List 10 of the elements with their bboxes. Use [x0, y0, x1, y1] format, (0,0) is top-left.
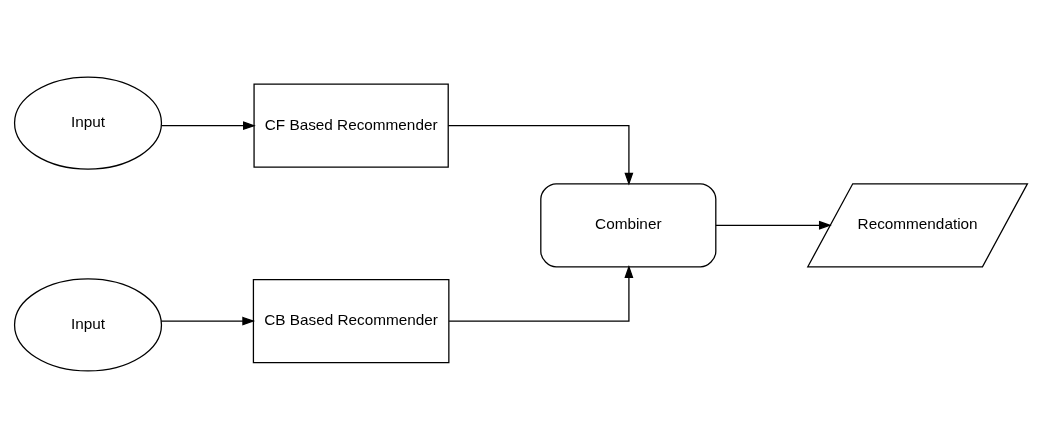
- node-ellipse: Input: [13, 278, 163, 372]
- arrow: [161, 121, 256, 131]
- node-box: CF Based Recommender: [253, 83, 449, 168]
- node-ellipse: Input: [13, 76, 163, 170]
- arrow: [447, 125, 634, 186]
- arrow: [160, 316, 256, 326]
- arrow: [448, 265, 634, 322]
- arrow: [715, 220, 832, 230]
- node-box: Combiner: [540, 183, 717, 268]
- node-box: CB Based Recommender: [252, 278, 450, 364]
